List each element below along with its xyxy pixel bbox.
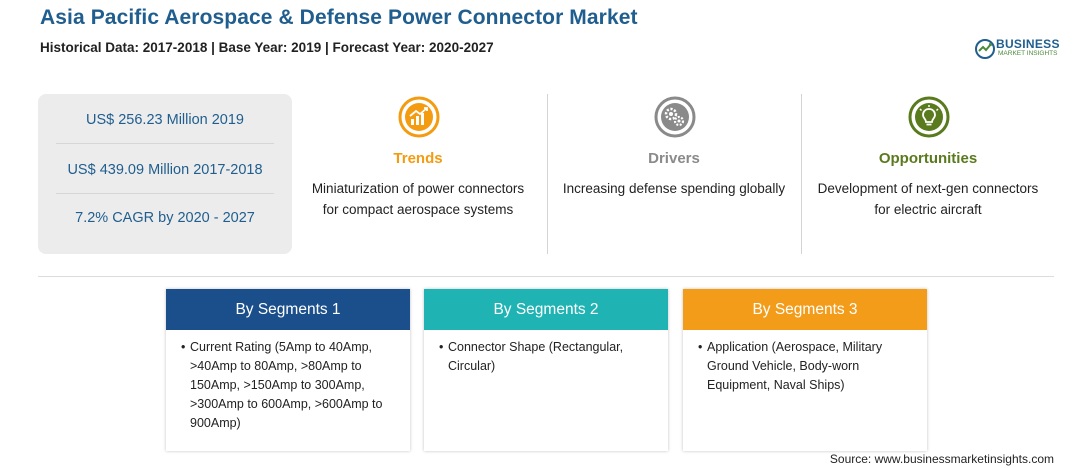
key-stats-panel: US$ 256.23 Million 2019 US$ 439.09 Milli… [38, 94, 292, 254]
page-title: Asia Pacific Aerospace & Defense Power C… [40, 6, 638, 29]
opportunities-text-line: for electric aircraft [874, 202, 982, 217]
drivers-text-line: Increasing defense spending globally [562, 181, 786, 196]
trends-heading: Trends [393, 150, 443, 167]
stat-divider [56, 143, 274, 144]
segment-2-body: • Connector Shape (Rectangular, Circular… [424, 330, 668, 376]
column-divider [547, 94, 548, 254]
opportunities-text: Development of next-gen connectors for e… [803, 178, 1053, 220]
opportunities-text-line: Development of next-gen connectors [817, 181, 1039, 196]
stat-market-size-2019: US$ 256.23 Million 2019 [86, 112, 244, 128]
bullet-marker: • [698, 340, 703, 354]
logo-subtext: MARKET INSIGHTS [998, 50, 1058, 57]
column-divider [801, 94, 802, 254]
segment-2-heading: By Segments 2 [424, 289, 668, 330]
trends-text-line: Miniaturization of power connectors [311, 181, 525, 196]
segment-1-heading: By Segments 1 [166, 289, 410, 330]
trend-chart-icon [398, 96, 440, 138]
stat-divider [56, 193, 274, 194]
opportunities-heading: Opportunities [878, 150, 978, 167]
gears-icon [654, 96, 696, 138]
drivers-heading: Drivers [648, 150, 700, 167]
trends-text-line: for compact aerospace systems [322, 202, 514, 217]
segment-3-body: • Application (Aerospace, Military Groun… [683, 330, 927, 395]
lightbulb-icon [908, 96, 950, 138]
segment-1-body: • Current Rating (5Amp to 40Amp, >40Amp … [166, 330, 410, 433]
trends-column: Trends Miniaturization of power connecto… [293, 94, 543, 254]
stat-cagr: 7.2% CAGR by 2020 - 2027 [75, 210, 255, 226]
trends-text: Miniaturization of power connectors for … [293, 178, 543, 220]
segment-3-text: Application (Aerospace, Military Ground … [707, 340, 883, 392]
segment-card-2: By Segments 2 • Connector Shape (Rectang… [424, 289, 668, 451]
source-note: Source: www.businessmarketinsights.com [829, 452, 1054, 466]
segment-3-heading: By Segments 3 [683, 289, 927, 330]
opportunities-column: Opportunities Development of next-gen co… [803, 94, 1053, 254]
segment-card-3: By Segments 3 • Application (Aerospace, … [683, 289, 927, 451]
page-subtitle: Historical Data: 2017-2018 | Base Year: … [40, 40, 494, 55]
bullet-marker: • [439, 340, 444, 354]
drivers-text: Increasing defense spending globally [549, 178, 799, 199]
section-divider [38, 276, 1054, 277]
logo-word: BUSINESS [996, 37, 1060, 51]
segment-card-1: By Segments 1 • Current Rating (5Amp to … [166, 289, 410, 451]
segment-1-text: Current Rating (5Amp to 40Amp, >40Amp to… [190, 340, 383, 430]
brand-logo: BUSINESS MARKET INSIGHTS [974, 34, 1064, 62]
segment-2-text: Connector Shape (Rectangular, Circular) [448, 340, 624, 373]
stat-market-size-historical: US$ 439.09 Million 2017-2018 [67, 162, 263, 178]
logo-globe-icon [975, 39, 995, 59]
bullet-marker: • [181, 340, 186, 354]
drivers-column: Drivers Increasing defense spending glob… [549, 94, 799, 254]
